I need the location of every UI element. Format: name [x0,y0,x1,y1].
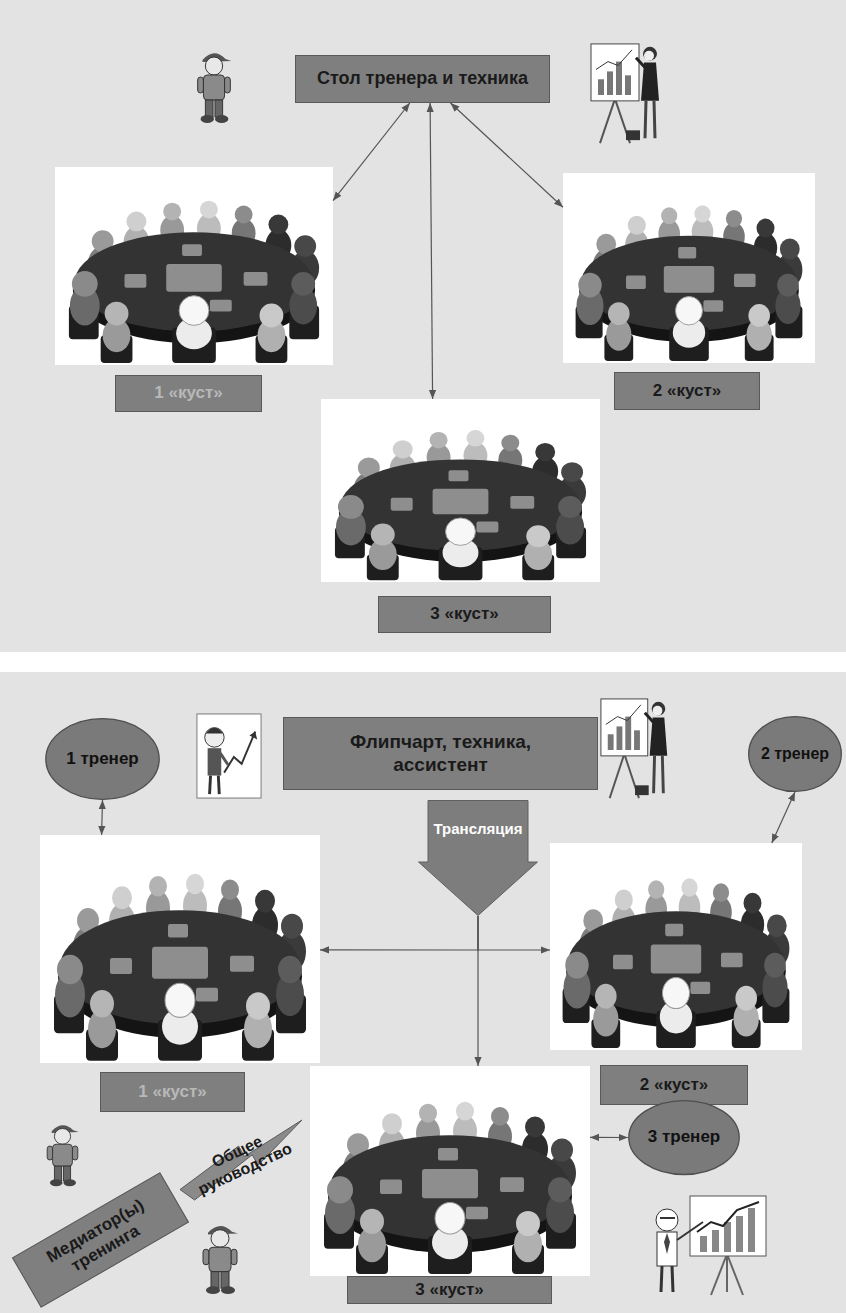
panel-ground [0,672,846,1313]
node-text: Общее руководство [179,1117,304,1202]
cluster-label-box: 3 «куст» [378,596,551,633]
node-text: Стол тренера и техника [317,68,528,90]
block-arrow-outline [419,801,538,916]
table-cluster: 3 «куст» [321,399,600,582]
ellipse-outline [46,719,159,800]
worker-figure [203,1226,238,1294]
cluster-label-box: 1 «куст» [115,375,262,412]
round-table-illustration [40,835,320,1063]
node-text: 2 «куст» [653,381,721,401]
trainer-ellipse: 3 тренер [628,1100,740,1175]
node-text: 2 тренер [761,744,829,763]
man-chart-figure [197,714,261,798]
cluster-label-box: 2 «куст» [614,372,760,410]
round-table-illustration [310,1066,590,1276]
broadcast-arrow: Трансляция [418,800,538,916]
node-text: 1 «куст» [138,1082,206,1102]
round-table-illustration [550,843,802,1050]
node-outline [418,800,538,916]
table-cluster: 2 «куст» [550,843,802,1050]
cluster-label-box: 2 «куст» [600,1065,748,1105]
connector [333,103,410,201]
node-text: Трансляция [434,820,523,838]
guidance-bolt: Общее руководство [180,1120,302,1200]
node-text: 1 тренер [66,749,138,769]
worker-figure [198,53,232,123]
connector [101,800,103,835]
connector [590,1137,628,1138]
connector [477,916,478,1066]
woman-flipchart-figure [601,699,667,798]
node-text: 3 тренер [648,1127,720,1147]
panel-ground [0,0,846,652]
node-text: 3 «куст» [415,1280,483,1300]
equipment-box: Флипчарт, техника, ассистент [283,717,598,790]
ellipse-outline [749,717,842,792]
node-text: 2 «куст» [640,1075,708,1095]
node-text: Медиатор(ы) тренинга [25,1185,175,1295]
connector [320,916,478,950]
round-table-illustration [55,167,333,365]
presenter-figure [656,1196,766,1295]
connector [451,103,564,207]
node-text: 3 «куст» [430,604,498,624]
mediator-box: Медиатор(ы) тренинга [12,1172,189,1308]
round-table-illustration [563,173,815,363]
round-table-illustration [321,399,600,582]
connector [772,792,795,843]
cluster-label-box: 3 «куст» [347,1276,552,1304]
ellipse-outline [629,1101,739,1175]
node-text: Флипчарт, техника, ассистент [323,731,558,777]
node-text: 1 «куст» [154,383,222,403]
trainer-ellipse: 2 тренер [748,716,842,792]
trainer-table-box: Стол тренера и техника [295,55,550,103]
table-cluster: 2 «куст» [563,173,815,363]
connector [478,916,550,950]
connector [430,103,433,399]
cluster-label-box: 1 «куст» [100,1072,245,1112]
worker-figure [47,1125,78,1186]
woman-flipchart-figure [591,44,659,143]
table-cluster: 1 «куст» [55,167,333,365]
table-cluster: 3 «куст» [310,1066,590,1276]
table-cluster: 1 «куст» [40,835,320,1063]
trainer-ellipse: 1 тренер [45,718,160,800]
